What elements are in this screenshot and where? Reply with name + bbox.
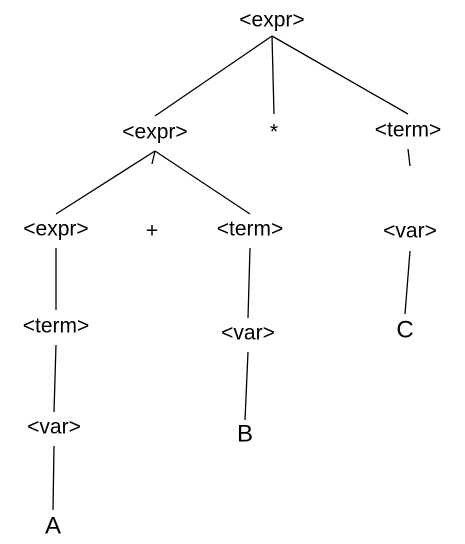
node-expr-level1: <expr> (122, 121, 187, 144)
node-term-middle: <term> (217, 218, 284, 241)
edge-expr_l1-to-term_m2 (154, 150, 251, 215)
edge-var_m3-to-leaf_b (244, 351, 249, 421)
edge-var_r2-to-leaf_c (404, 250, 411, 315)
edge-term_r1-to-var_r2 (407, 148, 411, 167)
node-expr-level2: <expr> (23, 218, 88, 241)
node-plus-operator: + (146, 220, 158, 243)
node-term-left: <term> (23, 315, 90, 338)
edge-term_m2-to-var_m3 (247, 247, 251, 319)
tree-nodes: <expr> <expr> * <term> <expr> + <term> <var> <te… (23, 9, 442, 540)
edge-root_expr-to-term_r1 (271, 35, 409, 115)
edge-expr_l1-to-plus (151, 150, 156, 165)
node-leaf-b: B (237, 420, 253, 447)
node-leaf-a: A (45, 512, 61, 539)
node-var-middle: <var> (221, 322, 275, 345)
node-leaf-c: C (396, 316, 413, 343)
edge-root_expr-to-expr_l1 (154, 35, 273, 117)
node-times-operator: * (270, 121, 278, 144)
edge-var_l4-to-leaf_a (52, 445, 55, 511)
edge-root_expr-to-star (271, 35, 275, 115)
node-var-left: <var> (27, 416, 81, 439)
node-root-expr: <expr> (239, 9, 304, 32)
node-var-right: <var> (383, 220, 437, 243)
node-term-right: <term> (375, 119, 442, 142)
edge-term_l3-to-var_l4 (53, 344, 57, 413)
edge-expr_l1-to-expr_l2 (55, 150, 156, 215)
tree-edges (52, 35, 411, 511)
